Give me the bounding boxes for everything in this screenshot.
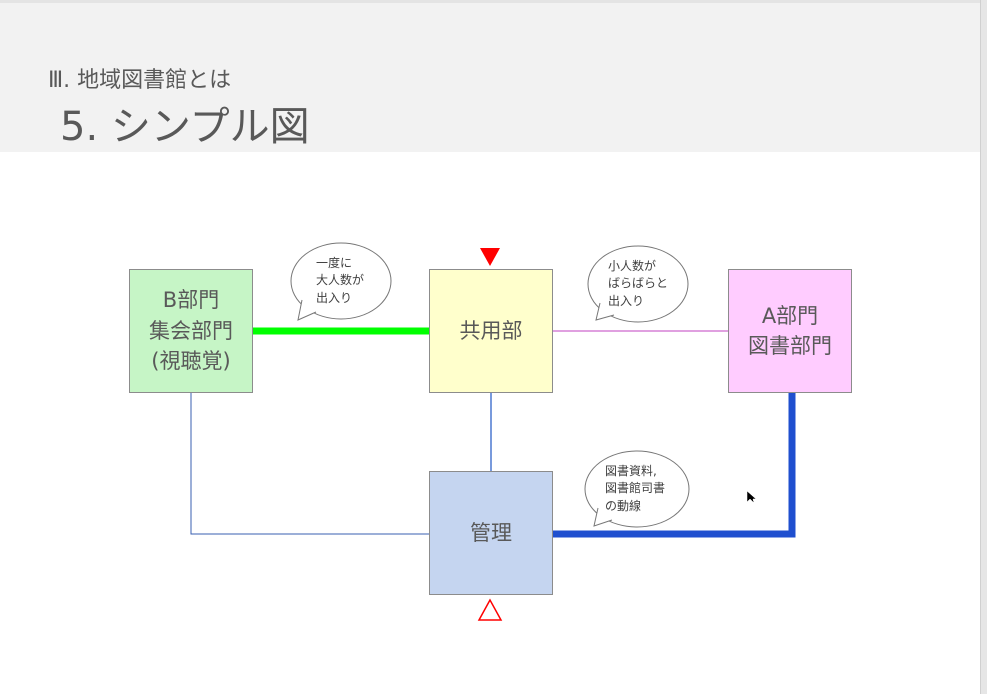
scrollbar[interactable] xyxy=(980,0,987,694)
staff-entrance-triangle-icon xyxy=(477,598,503,621)
bubble-text-3: 図書資料, 図書館司書 の動線 xyxy=(605,464,666,513)
bubble-text-1: 一度に 大人数が 出入り xyxy=(316,256,365,305)
title-band xyxy=(0,0,980,152)
bubble-text-2: 小人数が ばらばらと 出入り xyxy=(608,259,669,308)
speech-bubble-2 xyxy=(587,245,689,323)
admin-box[interactable]: 管理 xyxy=(429,471,553,595)
b-admin-connector xyxy=(190,393,429,535)
mouse-cursor-icon xyxy=(746,490,757,504)
speech-bubble-3 xyxy=(584,450,690,528)
a-department-box[interactable]: A部門 図書部門 xyxy=(728,269,852,393)
b-department-box[interactable]: B部門 集会部門 (視聴覚) xyxy=(129,269,253,393)
speech-bubble-1 xyxy=(290,242,392,321)
common-area-box[interactable]: 共用部 xyxy=(429,269,553,393)
entrance-triangle-icon xyxy=(480,248,500,266)
section-subtitle: Ⅲ. 地域図書館とは xyxy=(48,68,232,93)
slide-title: 5. シンプル図 xyxy=(60,104,310,150)
admin-a-connector xyxy=(553,393,796,538)
